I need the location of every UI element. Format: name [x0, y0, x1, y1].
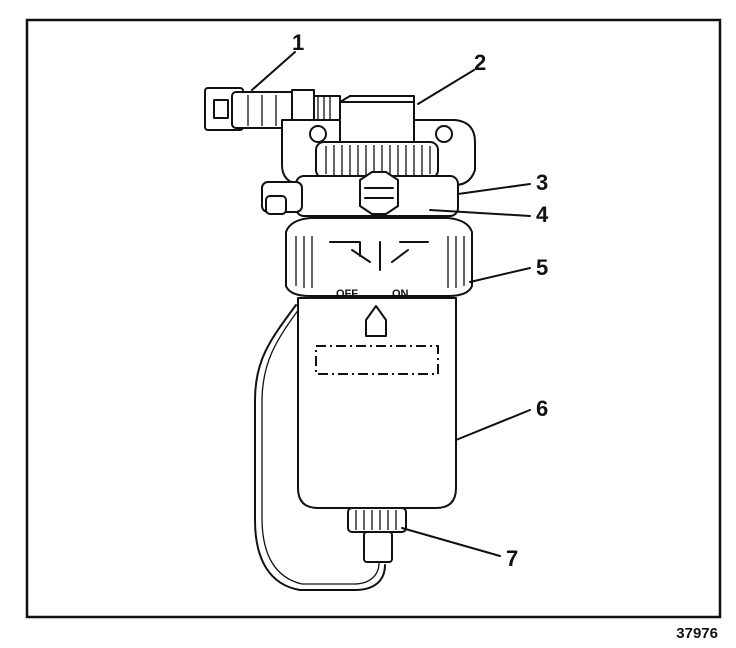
- diagram-border: [25, 18, 722, 619]
- figure-number: 37976: [676, 625, 718, 642]
- leader-lines: [251, 51, 531, 557]
- fitting-housing: [261, 171, 459, 217]
- head-collar: [315, 141, 439, 179]
- callout-4: 4: [536, 202, 549, 227]
- callout-7: 7: [506, 546, 518, 571]
- callout-2: 2: [474, 50, 486, 75]
- callout-1: 1: [292, 30, 304, 55]
- drain-valve: [347, 507, 407, 563]
- callout-5: 5: [536, 255, 548, 280]
- sensor-wire: [254, 304, 386, 591]
- filter-element: [297, 297, 457, 509]
- callout-3: 3: [536, 170, 548, 195]
- label-area: [315, 345, 439, 375]
- callout-6: 6: [536, 396, 548, 421]
- locking-ring: [285, 217, 473, 297]
